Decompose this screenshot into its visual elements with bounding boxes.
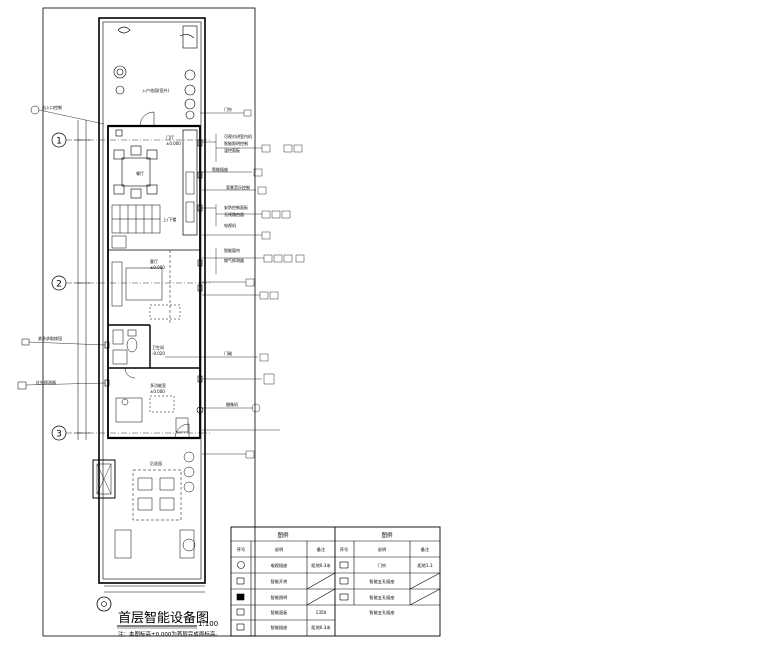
- svg-text:安防控制面板: 安防控制面板: [224, 204, 248, 210]
- bedroom-furniture: [115, 395, 189, 433]
- svg-text:客厅: 客厅: [150, 258, 158, 264]
- svg-text:卫生间: 卫生间: [152, 344, 164, 350]
- living-furniture: [111, 235, 181, 320]
- legend-left-row-4-desc: 智能面板: [271, 609, 289, 616]
- legend-right-row-2-desc: 智能五孔插座: [369, 578, 394, 585]
- svg-text:多功能室: 多功能室: [150, 382, 166, 388]
- room-labels: 入户花园(室外) 餐厅 门厅 ±0.000 上/下楼 客厅 ±0.000 卫生间…: [136, 87, 181, 466]
- legend-table: [230, 526, 441, 637]
- svg-text:2: 2: [56, 280, 62, 290]
- drawing-index-bubble: [96, 596, 112, 612]
- legend-col-desc-left: 说明: [275, 546, 283, 553]
- callout-right-group4: 智能窗帘 燃气探测器: [202, 247, 305, 300]
- legend-left-row-4-remark: 1350: [316, 610, 327, 615]
- callout-right-group2: 智能插座 背景音乐控制: [202, 166, 267, 195]
- legend-header-left: 图例: [277, 531, 289, 539]
- callout-left-3: 红外探测器: [17, 379, 106, 390]
- sheet-frame: [42, 7, 256, 637]
- legend-left-row-1-desc: 电视插座: [271, 562, 288, 569]
- legend-left-row-5-remark: 距地0.3米: [311, 624, 331, 631]
- svg-text:门铃: 门铃: [224, 106, 232, 112]
- legend-col-no-left: 序号: [237, 546, 245, 553]
- svg-text:入户花园(室外): 入户花园(室外): [142, 87, 170, 93]
- legend-right-row-1-desc: 门铃: [378, 562, 387, 569]
- legend-header-right: 图例: [381, 531, 393, 539]
- svg-text:智能照明控制: 智能照明控制: [224, 140, 248, 146]
- svg-text:无线路由器: 无线路由器: [224, 211, 244, 217]
- wc-fixtures: [112, 329, 138, 365]
- svg-text:红外探测器: 红外探测器: [36, 379, 56, 385]
- svg-text:摄像机: 摄像机: [226, 401, 238, 407]
- svg-text:1: 1: [56, 137, 62, 147]
- legend-right-row-3-desc: 智能五孔插座: [369, 594, 394, 601]
- legend-col-no-right: 序号: [340, 546, 348, 553]
- svg-text:可视对讲室内机: 可视对讲室内机: [224, 133, 252, 139]
- back-garden: [114, 451, 196, 559]
- svg-text:后花园: 后花园: [150, 460, 162, 466]
- doors: [124, 111, 190, 439]
- drawing-title: 首层智能设备图: [118, 610, 209, 626]
- axis-lines: [66, 139, 210, 434]
- axis-bubble-2: 2: [51, 275, 67, 291]
- callout-right-group3: 安防控制面板 无线路由器 电视机: [202, 204, 291, 240]
- svg-text:±0.000: ±0.000: [150, 265, 165, 270]
- legend-right-row-4-desc: 智能五孔插座: [369, 609, 394, 616]
- legend-col-remark-left: 备注: [317, 546, 326, 553]
- svg-text:上/下楼: 上/下楼: [163, 216, 176, 222]
- dining-table: [113, 145, 158, 199]
- stair: [111, 204, 161, 234]
- svg-text:-0.020: -0.020: [152, 351, 165, 356]
- callout-right-group1: 可视对讲室内机 智能照明控制 温控面板: [202, 133, 303, 162]
- legend-left-row-1-remark: 距地0.3米: [311, 562, 331, 569]
- svg-text:±0.000: ±0.000: [166, 141, 181, 146]
- legend-left-row-3-desc: 智能照明: [271, 594, 288, 601]
- svg-text:门磁: 门磁: [224, 350, 232, 356]
- legend-left-row-2-desc: 智能开关: [271, 578, 288, 585]
- svg-text:紧急求助按钮: 紧急求助按钮: [38, 335, 62, 341]
- legend-col-remark-right: 备注: [421, 546, 430, 553]
- svg-text:温控面板: 温控面板: [224, 147, 240, 153]
- drawing-note: 注：本图标高±0.000为首层完成面标高。: [118, 630, 221, 638]
- axis-bubble-1: 1: [51, 132, 67, 148]
- svg-text:餐厅: 餐厅: [136, 170, 144, 176]
- svg-text:3: 3: [56, 430, 62, 440]
- svg-text:出入口控制: 出入口控制: [42, 104, 62, 110]
- axis-bubble-3: 3: [51, 425, 67, 441]
- drawing-scale: 1:100: [198, 620, 218, 628]
- dimension-lines: [74, 120, 205, 593]
- svg-text:门厅: 门厅: [166, 134, 174, 140]
- legend-right-row-1-remark: 距地1.3: [417, 562, 432, 568]
- device-symbols: [104, 129, 204, 414]
- svg-text:智能窗帘: 智能窗帘: [224, 247, 240, 253]
- svg-text:燃气探测器: 燃气探测器: [224, 257, 244, 263]
- callout-right-doorbell: 门铃: [200, 106, 252, 117]
- callout-left-2: 紧急求助按钮: [21, 335, 106, 346]
- svg-text:背景音乐控制: 背景音乐控制: [226, 184, 250, 190]
- callout-right-group5: 门磁 摄像机: [165, 350, 280, 459]
- garden-plants-top: [113, 25, 198, 120]
- callout-left-1: 出入口控制: [30, 104, 105, 125]
- svg-text:±0.000: ±0.000: [150, 389, 165, 394]
- legend-left-row-5-desc: 智能插座: [271, 624, 288, 631]
- legend-col-desc-right: 说明: [378, 546, 386, 553]
- svg-text:智能插座: 智能插座: [212, 166, 228, 172]
- svg-text:电视机: 电视机: [224, 222, 236, 228]
